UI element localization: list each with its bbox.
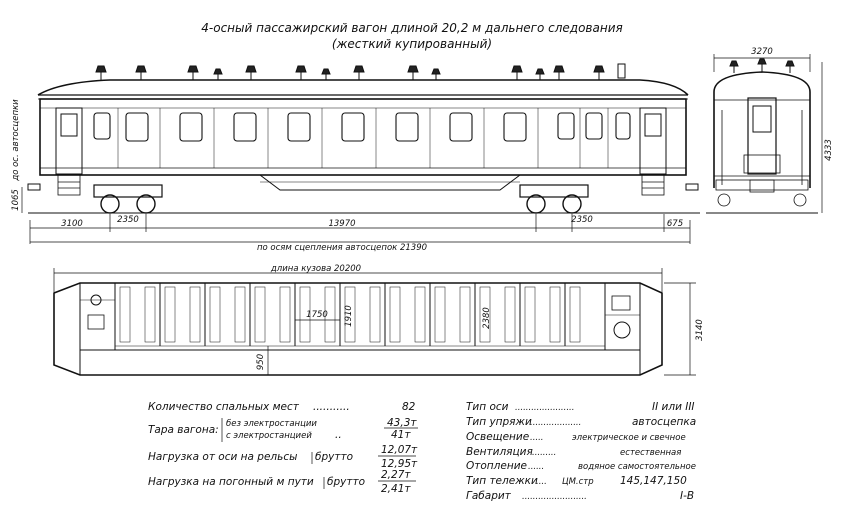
spec-bogie-type-label: Тип тележки <box>466 475 538 487</box>
spec-meter-load-value-1: 2,27т <box>381 469 411 481</box>
specs-left: Количество спальных мест ........... 82 … <box>148 401 418 495</box>
dim-compartment-length: 1910 <box>344 305 354 327</box>
dim-coupler-label: до ос. автосцепки <box>11 99 21 182</box>
spec-coupling-label: Тип упряжи <box>466 416 532 428</box>
dim-body-width: 3140 <box>695 319 705 341</box>
spec-axle-load-label: Нагрузка от оси на рельсы <box>148 451 297 463</box>
spec-lighting-label: Освещение <box>466 431 529 443</box>
dim-end-overhang: 675 <box>667 219 683 229</box>
title-line-2: (жесткий купированный) <box>332 37 492 51</box>
plan-view <box>53 282 663 376</box>
dim-end-to-bogie: 3100 <box>61 219 83 229</box>
side-view-dimensions: 1065 до ос. автосцепки 3100 2350 13970 2… <box>11 99 691 253</box>
plan-compartments <box>114 283 606 350</box>
spec-tare-without-value: 43,3т <box>387 417 417 429</box>
spec-ventilation-leader: ......... <box>532 448 556 458</box>
spec-axle-load-value-2: 12,95т <box>381 458 418 470</box>
spec-axle-type-leader: ...................... <box>515 403 574 413</box>
spec-berths-label: Количество спальных мест <box>148 401 300 413</box>
spec-bogie-type-leader: .... <box>536 477 547 487</box>
spec-lighting-value: электрическое и свечное <box>572 433 686 443</box>
dim-coupling-axes: по осям сцепления автосцепок 21390 <box>257 243 427 253</box>
spec-coupling-leader: ................... <box>530 418 581 428</box>
end-view-dimensions: 3270 4333 <box>713 47 834 213</box>
spec-tare-with-label: с электростанцией <box>226 431 312 441</box>
spec-tare-with-value: 41т <box>391 429 411 441</box>
dim-bogie-base-right: 2350 <box>571 215 593 225</box>
spec-meter-load-label: Нагрузка на погонный м пути <box>148 476 314 488</box>
spec-heating-label: Отопление <box>466 460 527 472</box>
spec-berths-value: 82 <box>402 401 416 413</box>
dim-corridor: 2380 <box>482 307 492 329</box>
roof-ventilators <box>95 65 605 80</box>
spec-ventilation-label: Вентиляция <box>466 446 533 458</box>
spec-tare-with-leader: .. <box>335 429 342 441</box>
side-view <box>27 63 700 214</box>
spec-tare-label: Тара вагона: <box>148 424 219 436</box>
spec-lighting-leader: ..... <box>530 433 544 443</box>
plan-view-dimensions: длина кузова 20200 1750 1910 2380 950 31… <box>53 264 705 376</box>
dim-body-length: длина кузова 20200 <box>270 264 361 274</box>
dim-height-to-coupler: 1065 <box>11 189 21 211</box>
specs-right: Тип оси ...................... II или II… <box>466 401 696 502</box>
spec-heating-value: водяное самостоятельное <box>578 462 696 472</box>
side-windows <box>93 112 631 142</box>
spec-gauge-label: Габарит <box>466 490 512 502</box>
dim-end-width: 3270 <box>751 47 773 57</box>
spec-bogie-type-sub: ЦМ.стр <box>562 477 594 487</box>
spec-axle-type-label: Тип оси <box>466 401 509 413</box>
spec-meter-load-sub: брутто <box>327 476 365 488</box>
spec-coupling-value: автосцепка <box>632 416 696 428</box>
spec-berths-leader: ........... <box>313 401 350 413</box>
spec-tare-without-label: без электростанции <box>226 419 317 429</box>
title-line-1: 4-осный пассажирский вагон длиной 20,2 м… <box>201 21 622 35</box>
spec-heating-leader: ...... <box>528 462 544 472</box>
spec-bogie-type-value: 145,147,150 <box>620 475 687 487</box>
dim-aisle: 950 <box>256 354 266 370</box>
dim-bogie-centers: 13970 <box>328 219 355 229</box>
spec-gauge-leader: ........................ <box>522 492 587 502</box>
dim-end-height: 4333 <box>824 139 834 161</box>
spec-meter-load-value-2: 2,41т <box>381 483 411 495</box>
dim-compartment-width: 1750 <box>306 310 328 320</box>
dim-bogie-base-left: 2350 <box>117 215 139 225</box>
spec-gauge-value: I-В <box>680 490 694 502</box>
side-bogies <box>93 184 589 214</box>
drawing-title: 4-осный пассажирский вагон длиной 20,2 м… <box>201 21 622 51</box>
spec-axle-load-sub: брутто <box>315 451 353 463</box>
end-view <box>706 58 818 214</box>
spec-axle-load-value-1: 12,07т <box>381 444 418 456</box>
spec-ventilation-value: естественная <box>620 448 681 458</box>
spec-axle-type-value: II или III <box>652 401 695 413</box>
